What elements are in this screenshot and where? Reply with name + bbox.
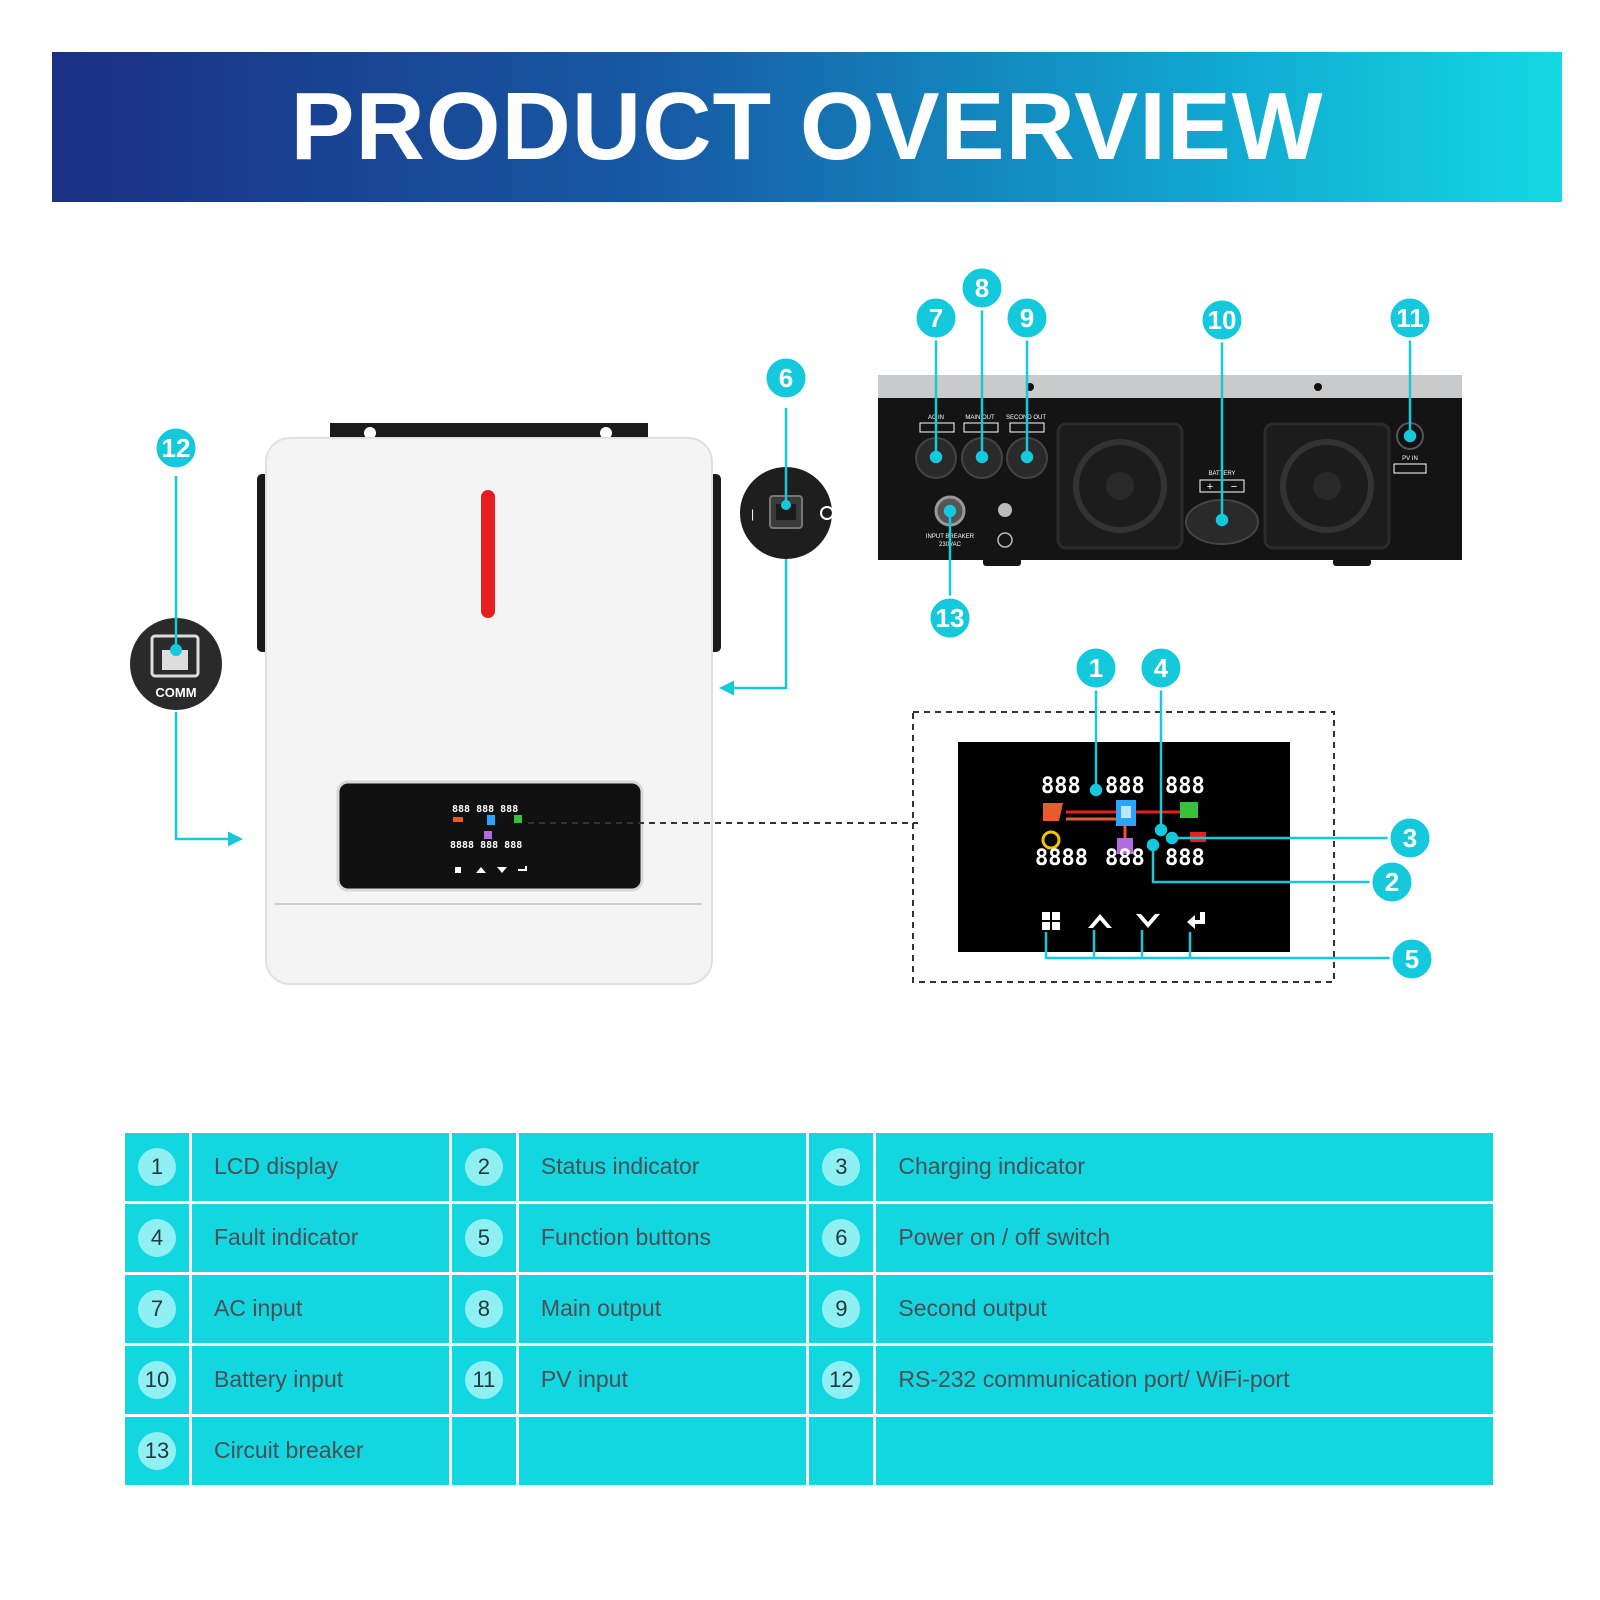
legend-row: 10 Battery input 11 PV input 12 RS-232 c… [122, 1343, 1496, 1417]
svg-text:8888: 8888 [1035, 846, 1088, 871]
svg-text:5: 5 [1405, 944, 1419, 974]
legend-label: Charging indicator [873, 1130, 1496, 1204]
callout-9: 9 [1004, 295, 1050, 341]
page-title: PRODUCT OVERVIEW [290, 73, 1324, 180]
callout-13: 13 [927, 595, 973, 641]
svg-text:1: 1 [1089, 653, 1103, 683]
svg-text:3: 3 [1403, 823, 1417, 853]
legend-number: 6 [822, 1219, 861, 1257]
rear-callout-lines [929, 310, 1417, 600]
callout-2: 2 [1369, 859, 1415, 905]
legend-label: Status indicator [515, 1130, 810, 1204]
callout-badges: 1 2 3 4 5 6 7 8 9 10 11 12 13 [153, 265, 1435, 982]
svg-text:6: 6 [779, 363, 793, 393]
callout-12: 12 [153, 425, 199, 471]
svg-text:10: 10 [1208, 305, 1237, 335]
legend-number: 1 [138, 1148, 176, 1186]
legend-label: RS-232 communication port/ WiFi-port [873, 1343, 1496, 1417]
legend-number: 9 [822, 1290, 861, 1328]
front-lcd-content: 888 888 888 8888 888 888 [450, 804, 527, 873]
svg-text:888: 888 [1041, 774, 1081, 799]
svg-text:−: − [1231, 481, 1237, 493]
callout-7: 7 [913, 295, 959, 341]
callout-3: 3 [1387, 815, 1433, 861]
svg-text:|: | [751, 507, 754, 521]
inverter-front-view: 888 888 888 8888 888 888 [257, 423, 918, 985]
callout-1: 1 [1073, 645, 1119, 691]
svg-text:9: 9 [1020, 303, 1034, 333]
legend-label: Second output [873, 1272, 1496, 1346]
svg-text:2: 2 [1385, 867, 1399, 897]
svg-text:13: 13 [936, 603, 965, 633]
legend-label: Battery input [189, 1343, 452, 1417]
product-diagram: 888 888 888 8888 888 888 COMM | [130, 265, 1462, 985]
svg-text:11: 11 [1396, 303, 1424, 333]
callout-10: 10 [1199, 297, 1245, 343]
legend-label: PV input [515, 1343, 810, 1417]
power-switch-detail: | [719, 408, 834, 696]
status-light-bar [481, 490, 495, 618]
lcd-zoom-inset: 888 888 888 8888 888 888 [912, 690, 1390, 983]
legend-label: Power on / off switch [873, 1201, 1496, 1275]
svg-text:888: 888 [1105, 846, 1145, 871]
callout-11: 11 [1387, 295, 1433, 341]
legend-row: 13 Circuit breaker [122, 1414, 1496, 1488]
svg-text:8: 8 [975, 273, 989, 303]
callout-8: 8 [959, 265, 1005, 311]
svg-text:4: 4 [1154, 653, 1169, 683]
title-banner: PRODUCT OVERVIEW [52, 52, 1562, 202]
legend-label: AC input [189, 1272, 452, 1346]
legend-number: 10 [138, 1361, 176, 1399]
legend-row: 1 LCD display 2 Status indicator 3 Charg… [122, 1130, 1496, 1204]
legend-number: 4 [138, 1219, 176, 1257]
main-out-label: MAIN OUT [965, 415, 995, 421]
svg-text:7: 7 [929, 303, 943, 333]
svg-text:888: 888 [1165, 774, 1205, 799]
svg-text:888 888 888: 888 888 888 [452, 804, 518, 815]
legend-number: 5 [464, 1219, 503, 1257]
comm-label: COMM [155, 685, 196, 700]
inverter-bottom-panel: AC IN MAIN OUT SECOND OUT BATTERY + − PV… [878, 375, 1462, 566]
legend-label: Circuit breaker [189, 1414, 452, 1488]
legend-label: Fault indicator [189, 1201, 452, 1275]
legend-row: 4 Fault indicator 5 Function buttons 6 P… [122, 1201, 1496, 1275]
svg-text:888: 888 [1165, 846, 1205, 871]
function-buttons-icons [1042, 912, 1205, 930]
legend-number: 3 [822, 1148, 861, 1186]
svg-text:12: 12 [162, 433, 191, 463]
legend-number: 7 [138, 1290, 176, 1328]
legend-number: 12 [822, 1361, 861, 1399]
legend-label: Main output [515, 1272, 810, 1346]
legend-number: 11 [464, 1361, 503, 1399]
pv-in-label: PV IN [1402, 456, 1418, 462]
legend-row: 7 AC input 8 Main output 9 Second output [122, 1272, 1496, 1346]
callout-4: 4 [1138, 645, 1184, 691]
cooling-fans [1056, 422, 1391, 550]
legend-label: LCD display [189, 1130, 452, 1204]
svg-text:888: 888 [1105, 774, 1145, 799]
legend-table: 1 LCD display 2 Status indicator 3 Charg… [122, 1130, 1496, 1488]
legend-number: 8 [464, 1290, 503, 1328]
comm-port-detail: COMM [130, 476, 243, 847]
svg-text:8888 888 888: 8888 888 888 [450, 840, 522, 851]
svg-text:+: + [1207, 481, 1213, 493]
legend-label: Function buttons [515, 1201, 810, 1275]
legend-number: 2 [464, 1148, 503, 1186]
callout-6: 6 [763, 355, 809, 401]
callout-5: 5 [1389, 936, 1435, 982]
legend-number: 13 [138, 1432, 176, 1470]
